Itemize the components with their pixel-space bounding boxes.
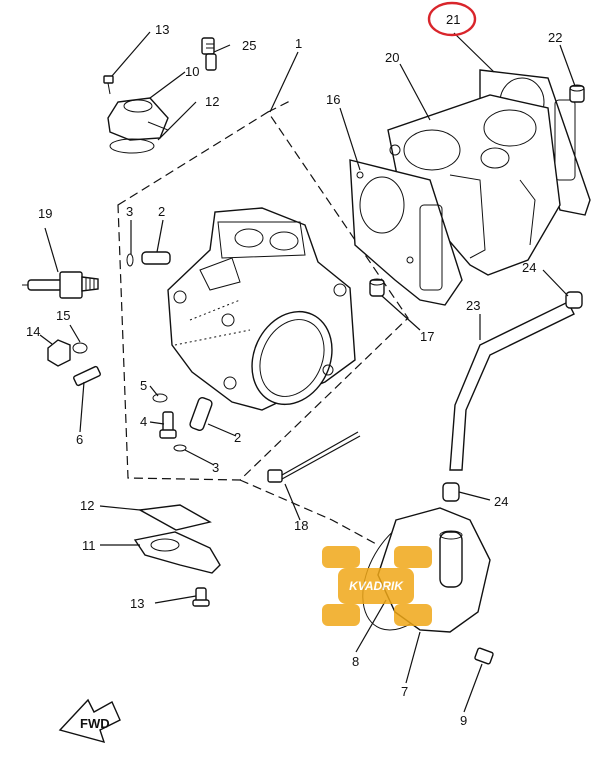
leader-lines	[39, 31, 576, 713]
washer-15	[72, 342, 88, 354]
callout-3-upper: 3	[126, 204, 133, 219]
cover-gasket-lower	[137, 504, 212, 531]
water-hose	[449, 301, 575, 471]
callout-12-lower: 12	[80, 498, 94, 513]
long-bolt	[267, 431, 361, 483]
callout-23: 23	[466, 298, 480, 313]
callout-16: 16	[326, 92, 340, 107]
callout-labels: 13 25 10 12 1 21 20 22 16 19 3 2 17 23 2…	[26, 12, 562, 728]
cylinder-head	[167, 207, 356, 411]
dowel-pin-2-lower	[189, 396, 213, 432]
callout-11: 11	[82, 538, 96, 553]
callout-24-lower: 24	[494, 494, 508, 509]
callout-10: 10	[185, 64, 199, 79]
callout-24-upper: 24	[522, 260, 536, 275]
assembly-boundary	[117, 99, 409, 546]
callout-21: 21	[446, 12, 460, 27]
bolt-9	[474, 647, 494, 665]
bolt-13-top	[103, 75, 114, 95]
callout-8: 8	[352, 654, 359, 669]
hose-clamp-24-lower	[442, 482, 460, 502]
callout-13-bottom: 13	[130, 596, 144, 611]
callout-25: 25	[242, 38, 256, 53]
temperature-sensor	[201, 37, 217, 71]
o-ring-3-lower	[173, 444, 187, 452]
dowel-pin-22	[569, 84, 585, 103]
callout-9: 9	[460, 713, 467, 728]
callout-20: 20	[385, 50, 399, 65]
stud-bolt	[73, 365, 101, 387]
callout-3-lower: 3	[212, 460, 219, 475]
callout-6: 6	[76, 432, 83, 447]
watermark-text: KVADRIK	[349, 579, 404, 593]
hose-clamp-24-upper	[565, 291, 583, 309]
spark-plug	[22, 271, 99, 299]
cylinder-head-gasket	[349, 159, 463, 306]
callout-2-upper: 2	[158, 204, 165, 219]
bolt-4	[159, 411, 177, 439]
dowel-pin-2-upper	[141, 251, 171, 265]
callout-17: 17	[420, 329, 434, 344]
watermark-logo: KVADRIK	[322, 546, 432, 626]
bolt-13-bottom	[192, 587, 210, 607]
callout-4: 4	[140, 414, 147, 429]
callout-22: 22	[548, 30, 562, 45]
cap-nut	[47, 339, 71, 367]
callout-2-lower: 2	[234, 430, 241, 445]
forward-direction-arrow: FWD	[58, 698, 121, 744]
callout-5: 5	[140, 378, 147, 393]
cylinder-block	[387, 94, 561, 276]
callout-13-top: 13	[155, 22, 169, 37]
callout-18: 18	[294, 518, 308, 533]
callout-15: 15	[56, 308, 70, 323]
callout-12-top: 12	[205, 94, 219, 109]
callout-14: 14	[26, 324, 40, 339]
callout-7: 7	[401, 684, 408, 699]
o-ring-3-upper	[126, 253, 134, 267]
callout-21-highlight	[427, 1, 477, 37]
callout-1: 1	[295, 36, 302, 51]
thermostat-cover	[107, 97, 169, 141]
fwd-label: FWD	[80, 716, 110, 731]
dowel-pin-17	[369, 278, 385, 297]
thermostat-gasket	[109, 138, 155, 154]
callout-19: 19	[38, 206, 52, 221]
thermostat-housing-cover	[133, 531, 221, 574]
washer-5	[152, 393, 168, 403]
